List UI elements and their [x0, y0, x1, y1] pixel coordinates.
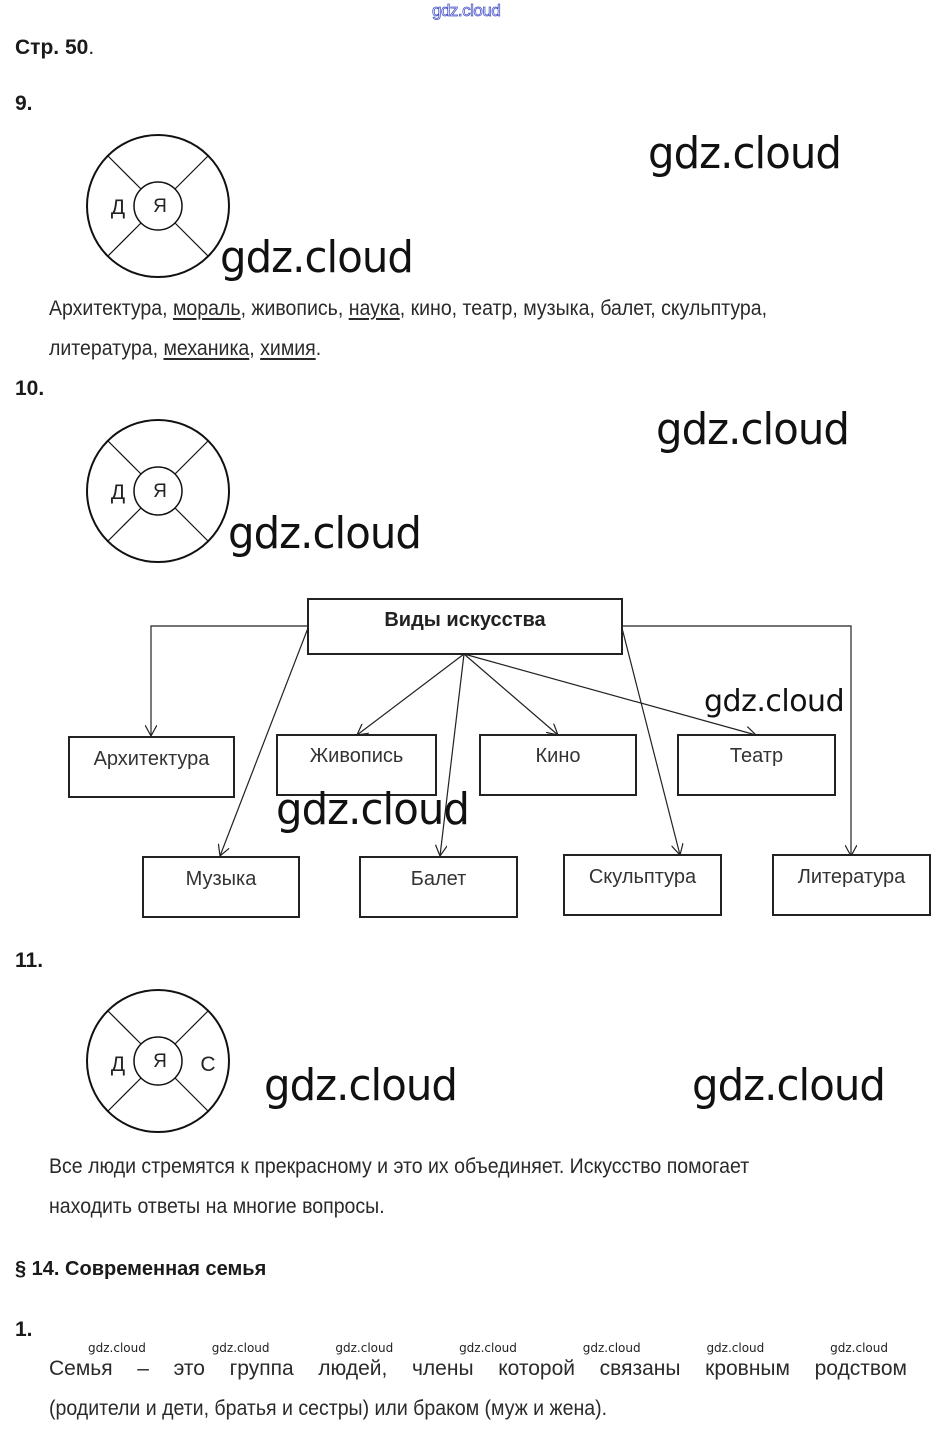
text-fragment: литература,: [49, 337, 164, 360]
task-11-number: 11.: [15, 949, 44, 972]
small-watermark-row: gdz.cloud gdz.cloud gdz.cloud gdz.cloud …: [88, 1341, 888, 1355]
diagram-box-painting: Живопись: [276, 734, 437, 796]
outer-circle: [86, 989, 230, 1133]
circle-label-right: С: [200, 1053, 215, 1076]
underlined-word: механика: [163, 337, 250, 360]
underlined-word: химия: [260, 337, 316, 360]
arrow-to-sculpture: [621, 627, 680, 855]
circle-label-left: Д: [111, 1053, 125, 1076]
outer-circle: [86, 134, 230, 278]
text-fragment: ,: [249, 337, 261, 360]
diagram-box-ballet: Балет: [359, 856, 518, 918]
arrow-to-music: [220, 627, 309, 856]
top-watermark[interactable]: gdz.cloud: [432, 1, 502, 21]
word: это: [173, 1357, 205, 1380]
divider-line: [107, 1010, 142, 1045]
word: связаны: [599, 1357, 681, 1380]
text-fragment: .: [315, 337, 322, 360]
inner-circle: [133, 466, 183, 516]
task-9-text-line2: литература, механика, химия.: [49, 337, 321, 361]
word: группа: [229, 1357, 294, 1380]
circle-label-left: Д: [111, 481, 125, 504]
task-9-number: 9.: [15, 92, 33, 115]
underlined-word: мораль: [172, 297, 241, 320]
watermark: gdz.cloud: [264, 1060, 458, 1111]
section-task-1-number: 1.: [15, 1318, 33, 1341]
word: члены: [411, 1357, 474, 1380]
word: которой: [498, 1357, 576, 1380]
watermark: gdz.cloud: [582, 1341, 641, 1355]
divider-line: [174, 1077, 209, 1112]
watermark: gdz.cloud: [830, 1341, 888, 1355]
inner-circle: [133, 1036, 183, 1086]
circle-diagram-10: Д Я: [86, 419, 230, 563]
text-fragment: , живопись,: [240, 297, 349, 320]
circle-diagram-11: Д Я С: [86, 989, 230, 1133]
section-title: § 14. Современная семья: [15, 1258, 267, 1280]
watermark: gdz.cloud: [88, 1341, 146, 1355]
section-task-1-line1: Семья – это группа людей, члены которой связаны…: [49, 1357, 907, 1381]
word: –: [137, 1357, 149, 1380]
text-fragment: Архитектура,: [49, 297, 173, 320]
page-label-dot: .: [88, 36, 95, 59]
word: кровным: [705, 1357, 790, 1380]
watermark: gdz.cloud: [335, 1341, 394, 1355]
diagram-box-music: Музыка: [142, 856, 300, 918]
task-10-number: 10.: [15, 377, 45, 400]
section-task-1-line2: (родители и дети, братья и сестры) или б…: [49, 1397, 608, 1420]
task-11-text-line2: находить ответы на многие вопросы.: [49, 1195, 385, 1218]
watermark: gdz.cloud: [459, 1341, 517, 1355]
divider-line: [107, 222, 142, 257]
text-fragment: , кино, театр, музыка, балет, скульптура…: [399, 297, 768, 320]
task-11-text-line1: Все люди стремятся к прекрасному и это и…: [49, 1155, 750, 1178]
diagram-box-literature: Литература: [772, 854, 931, 916]
circle-label-center: Я: [153, 196, 167, 217]
watermark: gdz.cloud: [706, 1341, 765, 1355]
inner-circle: [133, 181, 183, 231]
divider-line: [174, 222, 209, 257]
watermark: gdz.cloud: [704, 684, 845, 719]
arrow-to-literature: [622, 625, 851, 856]
page-label: Стр. 50.: [15, 36, 94, 60]
diagram-box-sculpture: Скульптура: [563, 854, 722, 916]
circle-label-center: Я: [153, 1051, 167, 1072]
watermark: gdz.cloud: [692, 1060, 886, 1111]
circle-label-left: Д: [111, 196, 125, 219]
watermark: gdz.cloud: [228, 508, 422, 559]
word: Семья: [49, 1357, 113, 1380]
word: родством: [814, 1357, 907, 1380]
page-label-text: Стр. 50: [15, 36, 89, 59]
word: людей,: [318, 1357, 388, 1380]
divider-line: [107, 1077, 142, 1112]
underlined-word: наука: [348, 297, 400, 320]
diagram-root-box: Виды искусства: [307, 598, 623, 655]
divider-line: [174, 507, 209, 542]
outer-circle: [86, 419, 230, 563]
diagram-box-theatre: Театр: [677, 734, 836, 796]
divider-line: [174, 1010, 209, 1045]
arrow-to-architecture: [151, 625, 308, 736]
arrow-to-painting: [357, 653, 465, 735]
watermark: gdz.cloud: [211, 1341, 270, 1355]
watermark: gdz.cloud: [648, 128, 842, 179]
arrow-to-ballet: [440, 653, 465, 856]
watermark: gdz.cloud: [276, 784, 470, 835]
diagram-box-cinema: Кино: [479, 734, 637, 796]
divider-line: [107, 507, 142, 542]
task-9-text-line1: Архитектура, мораль, живопись, наука, ки…: [49, 297, 767, 321]
arrow-to-cinema: [463, 653, 558, 735]
divider-line: [107, 155, 142, 190]
diagram-box-architecture: Архитектура: [68, 736, 235, 798]
arrow-to-theatre: [463, 653, 756, 735]
divider-line: [174, 440, 209, 475]
divider-line: [174, 155, 209, 190]
watermark: gdz.cloud: [220, 232, 414, 283]
circle-label-center: Я: [153, 481, 167, 502]
watermark: gdz.cloud: [656, 404, 850, 455]
divider-line: [107, 440, 142, 475]
circle-diagram-9: Д Я: [86, 134, 230, 278]
